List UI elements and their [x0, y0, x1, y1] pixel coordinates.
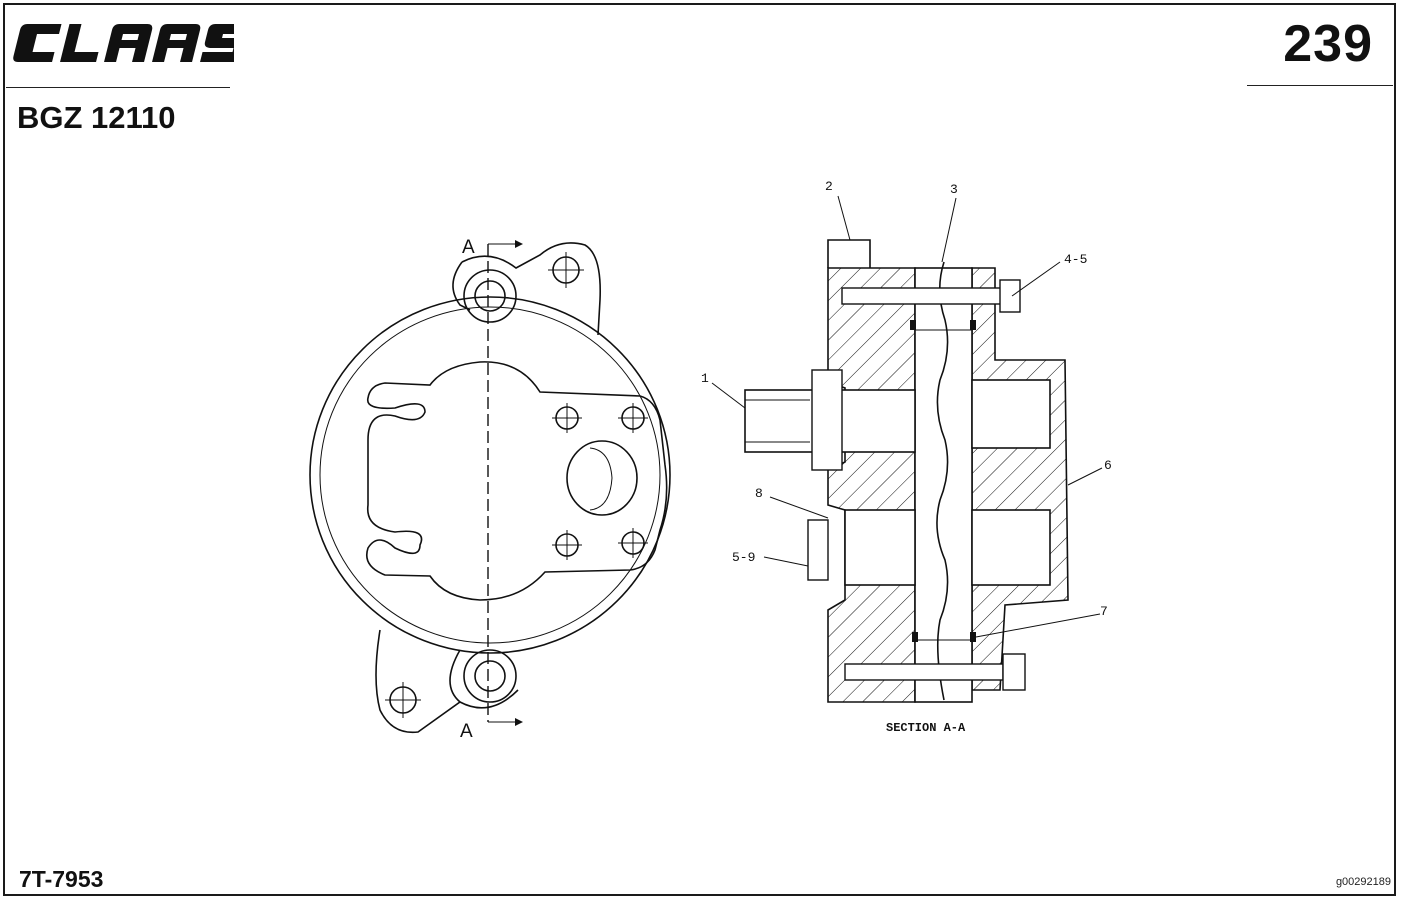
part-number: 7T-7953	[19, 866, 104, 892]
model-title: BGZ 12110	[17, 100, 176, 135]
header-rule-left	[6, 87, 230, 88]
page-frame	[3, 3, 1396, 896]
claas-logo	[13, 24, 234, 62]
section-marker-bottom: A	[460, 721, 473, 742]
section-caption: SECTION A-A	[886, 721, 966, 735]
callout-1: 1	[701, 371, 709, 386]
section-view	[744, 239, 1069, 703]
callout-2: 2	[825, 179, 833, 194]
callout-8: 8	[755, 486, 763, 501]
callout-3: 3	[950, 182, 958, 197]
image-reference: g00292189	[1335, 876, 1391, 888]
callout-leaders	[711, 195, 1103, 638]
callout-4-5: 4-5	[1064, 252, 1087, 267]
section-marker-top: A	[462, 237, 475, 258]
front-view: A A	[309, 237, 671, 742]
page-number: 239	[1283, 15, 1373, 73]
callout-5-9: 5-9	[732, 550, 755, 565]
callout-7: 7	[1100, 604, 1108, 619]
header-rule-right	[1247, 85, 1393, 86]
callout-6: 6	[1104, 458, 1112, 473]
